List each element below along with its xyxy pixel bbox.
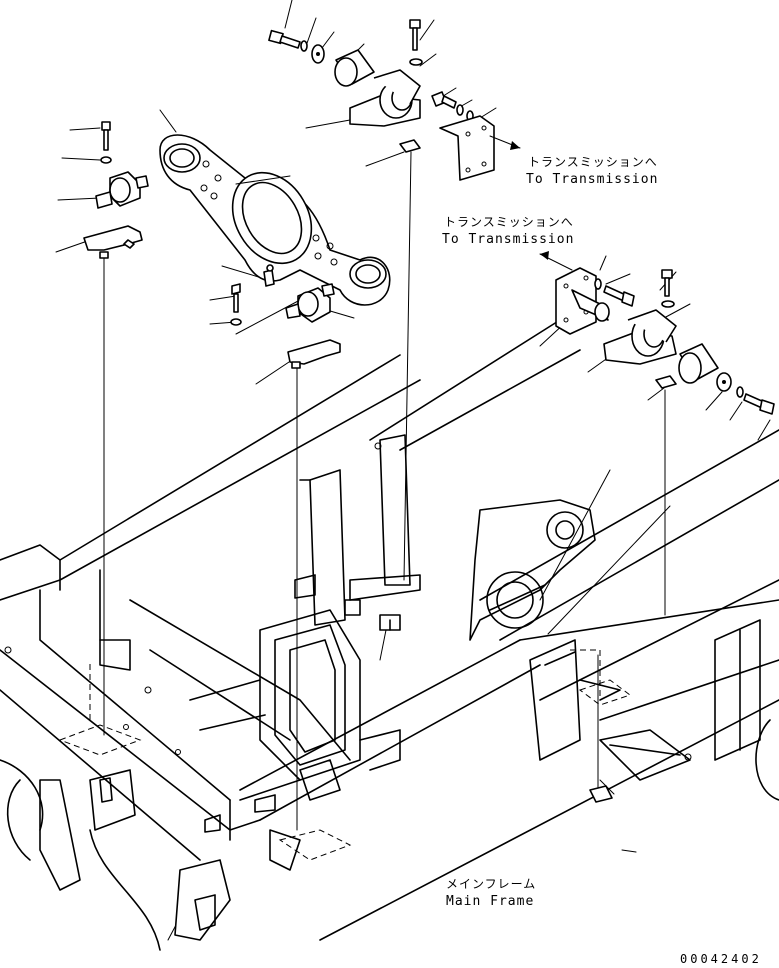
right-mount-assembly xyxy=(539,251,775,853)
flange-shaft-right xyxy=(555,267,610,335)
dashed-reference-lines xyxy=(58,649,632,861)
equalizer-link xyxy=(159,134,391,306)
text-labels: トランスミッションへ To Transmission トランスミッションへ To… xyxy=(442,155,762,966)
main-frame xyxy=(0,319,779,951)
bushing-top xyxy=(334,49,375,87)
label-transmission-top-en: To Transmission xyxy=(526,172,658,187)
saddle-mount-top xyxy=(349,69,421,127)
center-pin-assembly xyxy=(230,283,341,369)
label-transmission-top-ja: トランスミッションへ xyxy=(528,155,658,169)
left-pin-assembly xyxy=(83,121,149,259)
flange-plate-top xyxy=(439,115,495,181)
assembly-lines xyxy=(103,151,666,831)
bolt-top-left xyxy=(268,29,301,49)
label-transmission-mid-en: To Transmission xyxy=(442,232,574,247)
label-transmission-mid-ja: トランスミッションへ xyxy=(444,215,574,229)
saddle-mount-right xyxy=(603,309,677,365)
label-main-frame-en: Main Frame xyxy=(446,894,534,909)
bushing-right xyxy=(678,343,719,384)
top-mount-assembly xyxy=(268,19,521,181)
label-main-frame-ja: メインフレーム xyxy=(446,877,536,891)
drawing-code: 00042402 xyxy=(680,952,762,966)
